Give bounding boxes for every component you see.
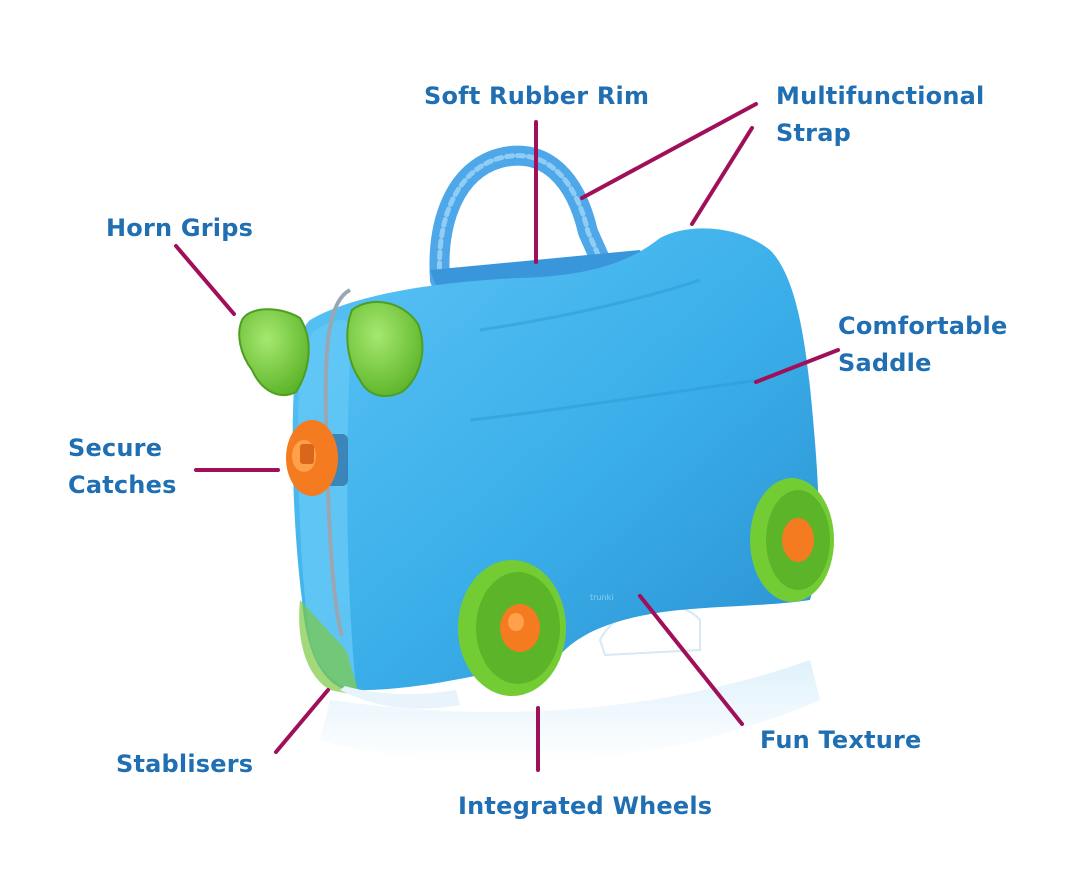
suitcase-body	[292, 228, 819, 691]
leader-horn-grips	[174, 244, 236, 316]
leader-strap-a	[580, 102, 758, 200]
secure-catch	[286, 420, 348, 496]
horn-grip-left	[238, 308, 310, 397]
label-comfortable-saddle: Comfortable Saddle	[838, 312, 1008, 377]
leader-fun-texture	[638, 594, 744, 726]
label-fun-texture: Fun Texture	[760, 726, 922, 754]
leader-strap-b	[690, 126, 754, 226]
label-stablisers: Stablisers	[116, 750, 254, 778]
leader-comfortable-saddle	[754, 348, 840, 384]
rear-wheel	[750, 478, 834, 602]
label-multifunctional-strap: Multifunctional Strap	[776, 82, 985, 147]
floor-reflection	[320, 660, 820, 764]
front-wheel	[458, 560, 566, 696]
label-horn-grips: Horn Grips	[106, 214, 254, 242]
horn-grip-right	[346, 300, 424, 397]
leader-stablisers	[274, 688, 330, 754]
saddle-contour	[469, 278, 761, 422]
front-stabiliser	[299, 600, 360, 696]
label-secure-catches: Secure Catches	[68, 434, 177, 499]
brand-mark: trunki	[590, 593, 613, 602]
label-integrated-wheels: Integrated Wheels	[458, 792, 713, 820]
label-soft-rubber-rim: Soft Rubber Rim	[424, 82, 650, 110]
